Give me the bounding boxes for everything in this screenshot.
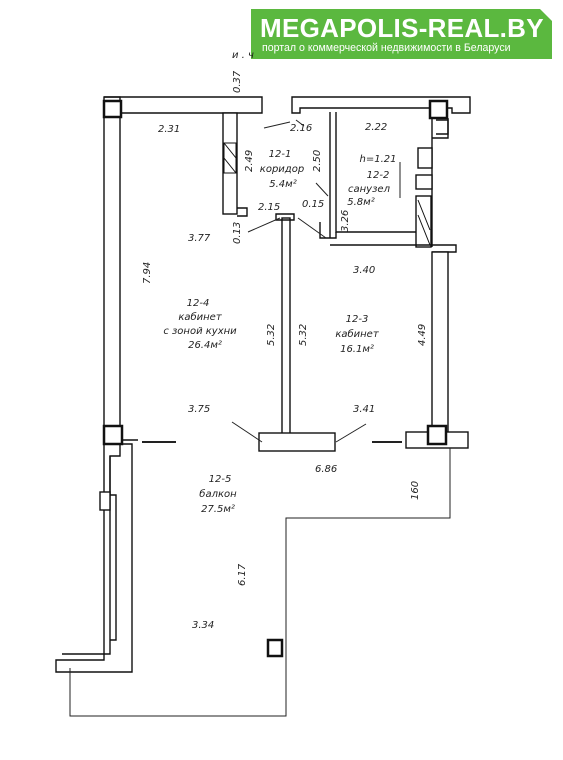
balcony-outline	[69, 448, 451, 717]
door-swing-2	[297, 217, 327, 239]
banner-title: MEGAPOLIS-REAL.BY	[260, 13, 544, 43]
thin-lines	[69, 119, 451, 717]
dim-2-22: 2.22	[365, 122, 387, 133]
dim-2-49: 2.49	[244, 150, 255, 172]
dim-7-94: 7.94	[142, 262, 153, 284]
dim-0-13: 0.13	[232, 222, 243, 244]
column-mid-left	[102, 424, 124, 446]
dim-6-17: 6.17	[237, 563, 248, 586]
room-number: 12-3	[346, 314, 369, 325]
room-note: h=1.21	[360, 154, 397, 165]
room-area: 27.5м²	[201, 504, 235, 515]
right-ledge	[432, 244, 457, 253]
top-wall-left	[104, 96, 263, 114]
column-balcony	[266, 638, 284, 658]
balcony-pier	[99, 491, 111, 511]
room-12-4: 12-4 кабинет с зоной кухни 26.4м²	[163, 298, 237, 351]
dim-3-26: 3.26	[340, 210, 351, 232]
right-wall-top	[431, 118, 449, 247]
corridor-stub	[237, 207, 248, 217]
column-top-left	[102, 99, 123, 119]
room-area: 5.4м²	[269, 179, 296, 190]
room-number: 12-5	[209, 474, 232, 485]
closet-box	[223, 142, 237, 174]
dim-2-50: 2.50	[312, 150, 323, 172]
dim-3-75: 3.75	[188, 404, 210, 415]
dim-2-31: 2.31	[158, 124, 180, 135]
dim-2-16: 2.16	[290, 123, 312, 134]
balcony-parapet	[109, 456, 117, 641]
door-swing-3	[315, 182, 329, 197]
dim-5-32-right: 5.32	[298, 324, 309, 346]
vent-hatch	[417, 199, 431, 246]
walls	[55, 96, 471, 673]
dim-3-41: 3.41	[353, 404, 375, 415]
column-top-right	[428, 99, 449, 120]
door-swing-4	[263, 121, 291, 129]
mid-wall-center	[258, 432, 336, 452]
room-number: 12-4	[187, 298, 210, 309]
room-area: 26.4м²	[188, 340, 222, 351]
central-partition	[281, 217, 291, 435]
vent-shaft-b	[417, 147, 433, 169]
dim-3-40: 3.40	[353, 265, 375, 276]
vent-shaft-d	[415, 195, 432, 248]
bathroom-corner	[319, 222, 330, 239]
dim-4-49: 4.49	[417, 324, 428, 346]
vent-shaft-a	[436, 119, 449, 135]
room-12-2: h=1.21 12-2 санузел 5.8м²	[347, 154, 396, 208]
room-name: кабинет	[178, 311, 223, 323]
room-name: санузел	[348, 184, 391, 195]
dim-0-15: 0.15	[302, 199, 324, 210]
dimension-labels: и . ч 0.37 2.31 2.16 2.22 2.49 2.50 0.15…	[142, 50, 428, 631]
dim-3-77: 3.77	[188, 233, 211, 244]
top-wall-right	[291, 96, 471, 114]
room-number: 12-1	[269, 149, 292, 160]
top-fragment: и . ч	[232, 50, 254, 61]
dim-6-86: 6.86	[315, 464, 337, 475]
closet-hatch	[223, 142, 237, 174]
door-swing-6	[335, 423, 367, 443]
room-12-5: 12-5 балкон 27.5м²	[199, 474, 237, 515]
right-wall-lower	[431, 251, 449, 433]
room-number: 12-2	[367, 170, 390, 181]
room-name-2: с зоной кухни	[163, 326, 237, 337]
room-name: кабинет	[335, 328, 380, 340]
door-swing-1	[247, 217, 281, 233]
dim-160: 160	[410, 481, 421, 500]
partition-head	[275, 213, 295, 221]
column-mid-right	[426, 424, 448, 446]
room-area: 5.8м²	[347, 197, 374, 208]
room-name: коридор	[260, 164, 304, 175]
bathroom-bottom-wall	[330, 232, 432, 246]
room-area: 16.1м²	[340, 344, 374, 355]
room-12-1: 12-1 коридор 5.4м²	[260, 149, 304, 190]
dim-2-15: 2.15	[258, 202, 280, 213]
dim-0-37: 0.37	[232, 70, 243, 93]
banner-subtitle: портал о коммерческой недвижимости в Бел…	[262, 42, 511, 54]
room-name: балкон	[199, 488, 237, 500]
dim-5-32-left: 5.32	[266, 324, 277, 346]
balcony-wall	[55, 443, 133, 673]
leader-216	[295, 119, 305, 127]
left-wall	[103, 96, 121, 428]
room-12-3: 12-3 кабинет 16.1м²	[335, 314, 380, 355]
dim-3-34: 3.34	[192, 620, 214, 631]
banner-folded-corner	[540, 9, 552, 21]
door-swing-5	[231, 421, 263, 443]
site-banner[interactable]: MEGAPOLIS-REAL.BY портал о коммерческой …	[251, 9, 552, 59]
vent-shaft-c	[415, 174, 433, 190]
